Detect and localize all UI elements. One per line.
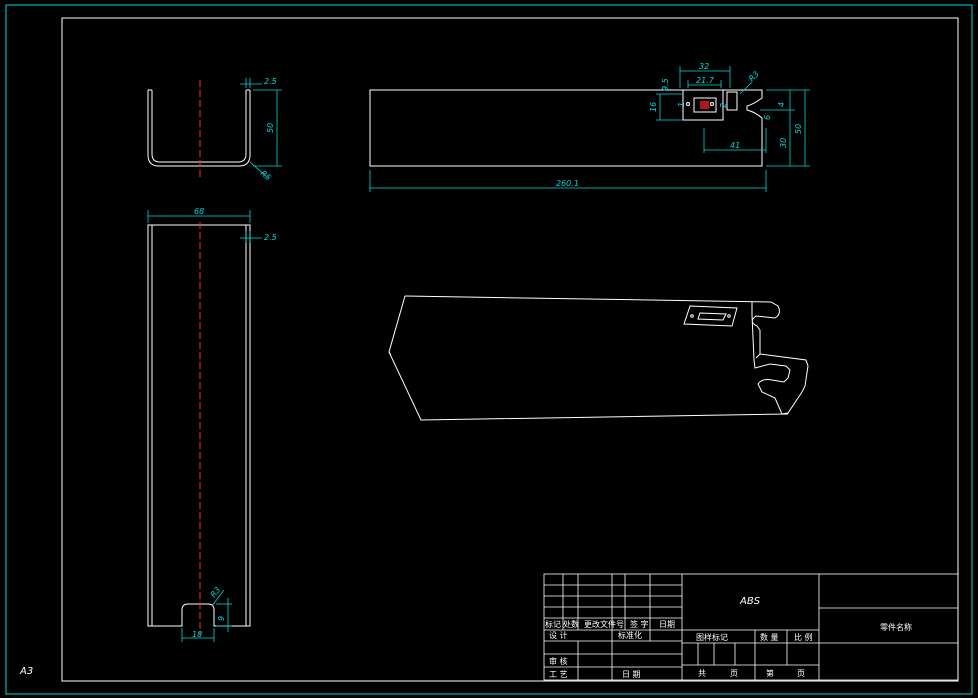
dim-side-21-7: 21.7	[696, 76, 715, 85]
tb-drawing-mark: 图样标记	[696, 632, 728, 642]
tb-rev-sign: 签 字	[630, 619, 649, 629]
dim-side-41: 41	[730, 141, 740, 150]
dim-side-height: 50	[794, 124, 803, 134]
dim-front-width: 68	[194, 207, 204, 216]
iso-view	[388, 295, 809, 421]
front-view-dims	[147, 210, 262, 642]
dim-side-32: 32	[699, 62, 709, 71]
dim-front-thickness: 2.5	[264, 233, 277, 242]
title-block	[543, 573, 959, 681]
tb-rev-doc: 更改文件号	[584, 619, 624, 629]
top-view	[147, 89, 251, 167]
tb-standardize: 标准化	[618, 630, 642, 640]
top-view-dims	[240, 78, 282, 179]
dim-top-height: 50	[266, 123, 275, 133]
tb-rev-date: 日期	[659, 620, 675, 629]
tb-material: ABS	[739, 596, 761, 607]
dim-side-16: 16	[649, 102, 658, 112]
dim-front-slot-depth: 9	[217, 616, 226, 621]
tb-rev-marker: 标记	[545, 619, 561, 629]
dim-side-length: 260.1	[556, 179, 579, 188]
inner-frame	[61, 17, 959, 682]
tb-reviewer: 审 核	[549, 656, 568, 666]
tb-part-name: 零件名称	[880, 622, 912, 632]
dim-side-30: 30	[779, 138, 788, 148]
side-view-highlight	[700, 101, 709, 109]
tb-pages: 页	[730, 669, 738, 678]
tb-page: 页	[797, 669, 805, 678]
tb-process: 工 艺	[549, 670, 568, 679]
tb-scale: 比 例	[794, 632, 813, 642]
dim-front-radius: R3	[209, 585, 223, 599]
side-view-dims	[369, 66, 810, 192]
dim-top-radius: R5	[259, 169, 273, 183]
tb-sheet-no: 第	[766, 668, 774, 678]
dim-side-6: 6	[763, 115, 772, 120]
tb-total: 共	[698, 669, 706, 678]
dim-top-thickness: 2.5	[264, 77, 277, 86]
dim-side-1: 1	[677, 102, 686, 107]
outer-frame	[5, 4, 973, 695]
sheet-size-label: A3	[19, 666, 33, 677]
dim-side-9-5: 9.5	[661, 78, 670, 91]
tb-rev-count: 处数	[563, 619, 579, 629]
front-view	[147, 224, 251, 627]
tb-designer: 设 计	[549, 630, 568, 640]
dim-side-2: 2	[719, 103, 728, 108]
tb-quantity: 数 量	[760, 632, 779, 642]
tb-date: 日 期	[622, 670, 641, 679]
dim-side-r3: R3	[747, 70, 761, 84]
dim-side-4: 4	[777, 102, 786, 107]
dim-front-slot-width: 18	[192, 630, 202, 639]
side-view	[369, 89, 763, 167]
